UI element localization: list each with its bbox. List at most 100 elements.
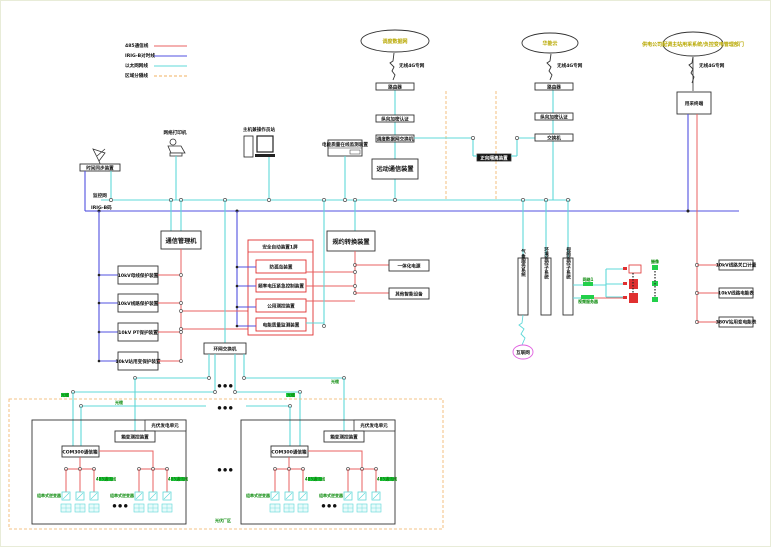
sec-auth-2-label: 纵向加密认证 [539,114,568,121]
node [353,284,357,288]
wireless-label-2: 无线4G专网 [556,62,583,69]
safety-item-4-box[interactable] [255,317,307,332]
protocol-converter-label: 规约转换装置 [332,238,369,246]
legend-label-ethernet: 以太网网线 [125,62,148,69]
feeder-2-box[interactable] [718,287,754,299]
string-485-label: 485通讯线 [96,475,116,481]
safety-item-3-box[interactable] [255,298,307,313]
video-system-box[interactable] [562,257,574,316]
feeder-1-box[interactable] [718,259,754,271]
env-system-label: 环境监控子系统 [544,246,549,281]
tag-network [583,282,593,286]
string-485-label: 485通讯线 [305,475,325,481]
fiber-label-1: 光缆 [60,392,69,398]
node [322,324,326,328]
sec-auth-1-box[interactable] [375,114,415,123]
gps-box[interactable] [79,163,121,172]
pv-unit-title: 光伏发电单元 [150,422,179,429]
isolation-box[interactable] [476,153,512,162]
wireless-link-2: 无线4G专网 [546,53,583,81]
feeder-1-label: 10kV线路关口计量 [716,262,757,269]
fiber-label-3: 光缆 [330,378,339,384]
ellipsis-units: ● ● ● [217,468,232,473]
feeder-3-box[interactable] [718,316,754,328]
comm-manager-label: 通信管理机 [166,237,198,245]
string-485-label-2: 485通讯线 [377,475,397,481]
router-2-label: 路由器 [547,84,561,91]
wireless-link-3: 无线4G专网 [688,56,725,84]
safety-item-4-label: 电能质量监测装置 [263,322,300,329]
ellipsis-inverters: ● ● ● [112,504,127,509]
inverter-label: 组串式逆变器 [246,492,271,498]
cloud-grid: 供电公司配调主站用采系统/负控变电管理部门 [641,31,744,57]
other-devices-box[interactable] [388,287,430,300]
inverter-label-2: 组串式逆变器 [110,492,135,498]
internet-link: 互联网 [512,314,534,360]
integrated-power-box[interactable] [388,259,430,272]
fiber-distribution [71,354,346,453]
box-transformer-box[interactable] [323,430,365,443]
camera-icon [629,279,638,289]
printer-label: 网络打印机 [164,129,187,136]
meter-terminal-box[interactable] [676,91,712,115]
wireless-link-1: 无线4G专网 [389,52,425,81]
feeder-3-label: 380V站用变电能表 [716,319,757,326]
protection-3-label: 10kV PT保护装置 [118,329,158,336]
node [353,270,357,274]
safety-item-1-label: 防孤岛装置 [270,264,293,271]
router-2-box[interactable] [534,82,574,91]
pv-unit-frame [31,419,187,525]
video-label-1: 网络1 [583,276,594,282]
protection-list: 10kV母线保护装置 10kV线路保护装置 10kV PT保护装置 10kV站用… [97,265,183,371]
cloud-dispatch: 调度数据网 [360,29,430,53]
video-label-2: 视频服务器 [578,298,599,304]
pv-unit-title-box [144,419,187,432]
node [471,136,475,140]
comm-box-label: COM300通信箱 [271,449,307,456]
sec-auth-2-box[interactable] [534,112,574,121]
legend-label-irig: IRIG-B对时线 [125,52,155,59]
pv-area-boundary [8,398,444,530]
computer-icon [243,135,275,158]
box-transformer-label: 箱变测控装置 [329,434,358,441]
safety-panel-title: 安全自动装置1屏 [262,244,298,251]
wireless-label-3: 无线4G专网 [698,62,725,69]
string-485-label-2: 485通讯线 [168,475,188,481]
node [179,327,183,331]
protection-2-label: 10kV线路保护装置 [118,300,159,307]
safety-panel: 安全自动装置1屏 防孤岛装置 频率电压紧急控制装置 公用测控装置 电能质量监测装… [235,239,355,336]
camera-icon [629,293,638,303]
integrated-power-label: 一体化电源 [398,263,421,270]
inverter-label: 组串式逆变器 [37,492,62,498]
env-system-box[interactable] [540,257,552,316]
pv-unit-title-box [353,419,396,432]
ellipsis-2: ● ● ● [217,406,232,411]
router-1-box[interactable] [375,82,415,91]
comm-box-label: COM300通信箱 [62,449,98,456]
protocol-converter-box[interactable] [326,230,376,252]
remote-comm-box[interactable] [371,158,419,180]
dispatch-switch-label: 调度数据网交换机 [377,136,414,143]
gps-label: 时间同步装置 [86,165,114,172]
box-transformer-box[interactable] [114,430,156,443]
tag-video-server [581,295,594,299]
fiber-tag [61,393,69,397]
node [179,309,183,313]
pv-unit-frame [240,419,396,525]
cloud-huaneng-label: 华能云 [542,40,557,47]
ellipsis-1: ● ● ● [217,384,232,389]
safety-item-3-label: 公用测控装置 [267,303,295,310]
bus-irig-label: IRIG-B码 [91,204,112,211]
feeder-2-label: 10kV线路电能表 [718,290,754,297]
fiber-label-4: 光缆 [286,392,295,398]
bus-eth-label: 监控网 [93,192,107,199]
switch-2-box[interactable] [534,133,574,142]
internet-cloud-icon [512,344,534,360]
ring-switch-label: 环网交换机 [214,346,237,353]
node [686,209,690,213]
ring-switch-box[interactable] [203,342,247,355]
camera-icon [628,264,642,274]
inverter-label-2: 组串式逆变器 [319,492,344,498]
right-feeders: 10kV线路关口计量 10kV线路电能表 380V站用变电能表 [695,259,757,328]
